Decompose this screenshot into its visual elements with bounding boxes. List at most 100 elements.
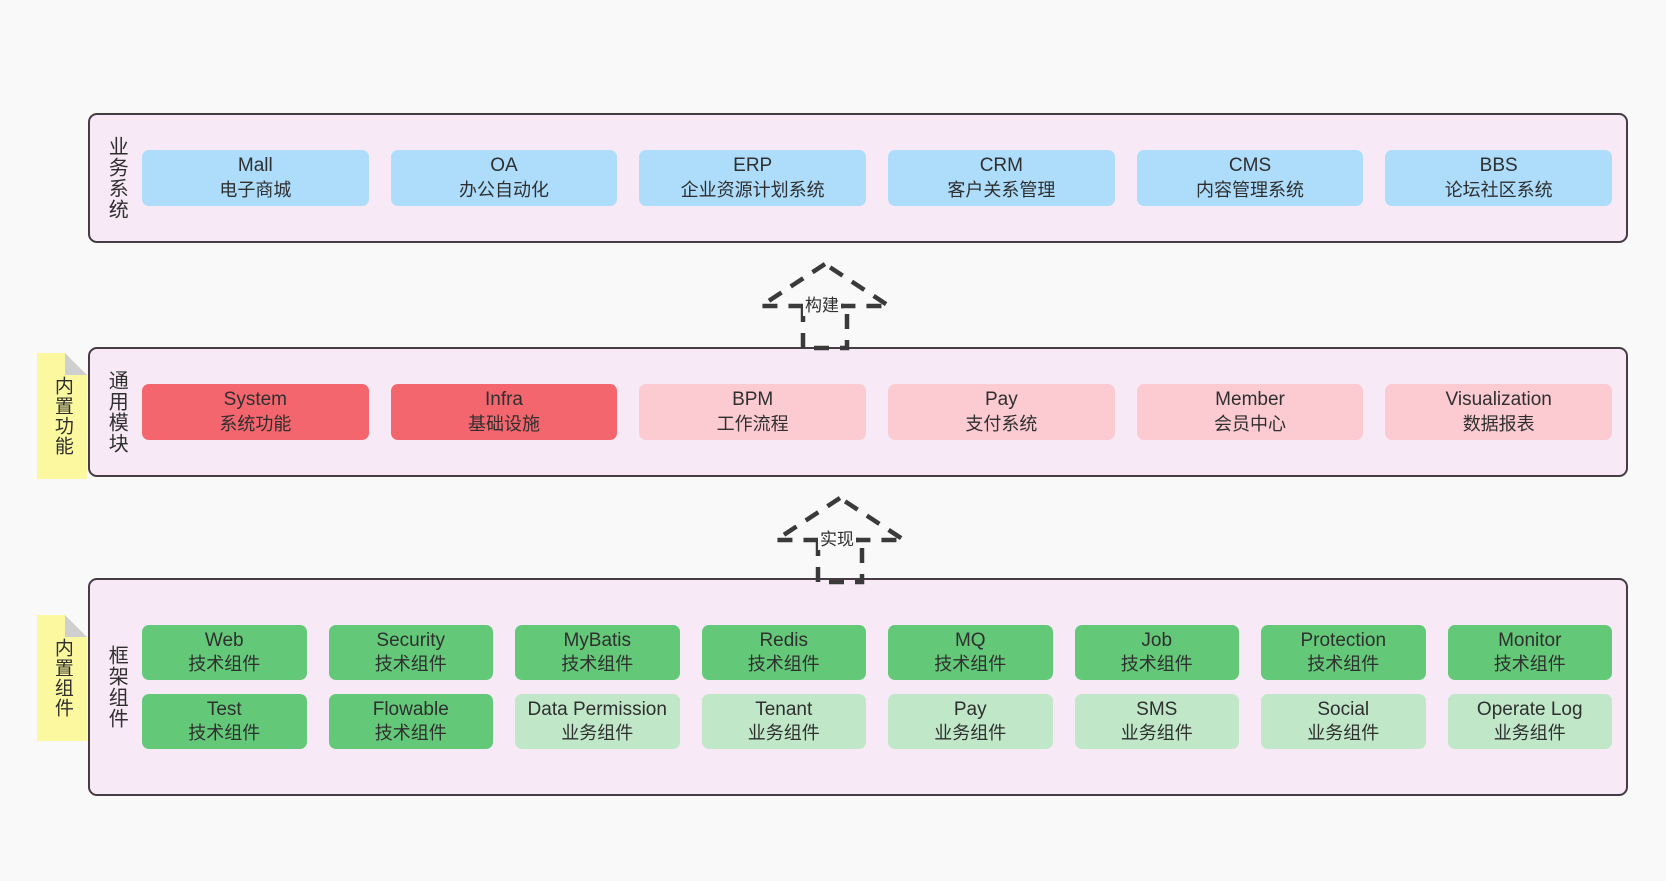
card-title: Security [376, 629, 446, 651]
card-title: Flowable [372, 699, 449, 720]
card-mybatis[interactable]: MyBatis 技术组件 [515, 624, 680, 680]
layer-title-common-modules: 通用模块 [105, 370, 128, 454]
card-protection[interactable]: Protection 技术组件 [1261, 624, 1426, 680]
card-social[interactable]: Social 业务组件 [1261, 694, 1426, 750]
note-builtin-functions: 内置功能 [37, 353, 87, 479]
card-title: Redis [759, 629, 809, 651]
card-subtitle: 技术组件 [188, 653, 261, 674]
card-subtitle: 电子商城 [219, 179, 292, 200]
connector-implement-label: 实现 [818, 525, 856, 550]
card-infra[interactable]: Infra 基础设施 [390, 384, 618, 440]
card-subtitle: 业务组件 [1120, 723, 1193, 744]
card-data-permission[interactable]: Data Permission 业务组件 [515, 694, 680, 750]
layer-title-business-systems: 业务系统 [105, 136, 128, 220]
card-subtitle: 业务组件 [1493, 723, 1566, 744]
card-title: CMS [1228, 155, 1272, 177]
card-subtitle: 客户关系管理 [947, 179, 1056, 200]
card-monitor[interactable]: Monitor 技术组件 [1447, 624, 1612, 680]
note-builtin-components: 内置组件 [37, 615, 87, 741]
layer-body-business-systems: Mall 电子商城 OA 办公自动化 ERP 企业资源计划系统 CRM 客户关系… [142, 115, 1626, 241]
note-fold-icon [65, 615, 87, 637]
card-system[interactable]: System 系统功能 [142, 384, 369, 440]
layer-framework-components: 框架组件 Web 技术组件 Security 技术组件 MyBatis 技术组件… [88, 578, 1628, 796]
card-subtitle: 数据报表 [1462, 413, 1535, 434]
card-subtitle: 会员中心 [1214, 413, 1287, 434]
card-subtitle: 技术组件 [934, 653, 1007, 674]
card-title: SMS [1136, 699, 1178, 720]
card-subtitle: 技术组件 [1493, 653, 1566, 674]
card-bpm[interactable]: BPM 工作流程 [639, 384, 867, 440]
card-security[interactable]: Security 技术组件 [328, 624, 493, 680]
card-crm[interactable]: CRM 客户关系管理 [888, 150, 1115, 206]
card-subtitle: 业务组件 [1307, 723, 1380, 744]
card-tenant[interactable]: Tenant 业务组件 [701, 694, 866, 750]
card-subtitle: 工作流程 [716, 413, 789, 434]
card-title: Infra [484, 389, 524, 411]
card-title: CRM [979, 155, 1023, 177]
card-operate-log[interactable]: Operate Log 业务组件 [1447, 694, 1612, 750]
card-title: System [223, 389, 288, 411]
card-subtitle: 技术组件 [374, 653, 447, 674]
card-subtitle: 技术组件 [561, 653, 634, 674]
card-mq[interactable]: MQ 技术组件 [888, 624, 1053, 680]
card-title: Member [1215, 389, 1285, 411]
note-label: 内置组件 [51, 638, 73, 718]
card-oa[interactable]: OA 办公自动化 [390, 150, 618, 206]
card-row: Web 技术组件 Security 技术组件 MyBatis 技术组件 Redi… [142, 624, 1612, 680]
note-fold-icon [65, 353, 87, 375]
card-cms[interactable]: CMS 内容管理系统 [1136, 150, 1364, 206]
card-bbs[interactable]: BBS 论坛社区系统 [1385, 150, 1613, 206]
card-title: OA [490, 155, 518, 177]
card-subtitle: 技术组件 [747, 653, 820, 674]
card-subtitle: 支付系统 [965, 413, 1038, 434]
layer-title-framework-components: 框架组件 [105, 645, 128, 729]
card-subtitle: 技术组件 [374, 723, 447, 744]
card-subtitle: 办公自动化 [459, 179, 549, 200]
card-title: Job [1141, 629, 1173, 651]
card-title: Test [206, 699, 242, 720]
card-redis[interactable]: Redis 技术组件 [701, 624, 866, 680]
layer-common-modules: 通用模块 System 系统功能 Infra 基础设施 BPM 工作流程 Pay… [88, 347, 1628, 477]
layer-business-systems: 业务系统 Mall 电子商城 OA 办公自动化 ERP 企业资源计划系统 CRM… [88, 113, 1628, 243]
card-pay[interactable]: Pay 支付系统 [888, 384, 1115, 440]
layer-body-framework-components: Web 技术组件 Security 技术组件 MyBatis 技术组件 Redi… [142, 580, 1626, 794]
card-title: Protection [1300, 629, 1387, 651]
card-title: Mall [237, 155, 273, 177]
card-row: Test 技术组件 Flowable 技术组件 Data Permission … [142, 694, 1612, 750]
card-flowable[interactable]: Flowable 技术组件 [328, 694, 493, 750]
card-title: ERP [733, 155, 773, 177]
card-title: Web [204, 629, 244, 651]
layer-body-common-modules: System 系统功能 Infra 基础设施 BPM 工作流程 Pay 支付系统… [142, 349, 1626, 475]
connector-build: 构建 [753, 258, 905, 351]
card-subtitle: 论坛社区系统 [1444, 179, 1553, 200]
card-title: BBS [1479, 155, 1518, 177]
card-subtitle: 系统功能 [219, 413, 292, 434]
card-subtitle: 技术组件 [1307, 653, 1380, 674]
card-job[interactable]: Job 技术组件 [1074, 624, 1239, 680]
card-pay-business[interactable]: Pay 业务组件 [888, 694, 1053, 750]
card-title: Visualization [1445, 389, 1552, 411]
card-subtitle: 业务组件 [934, 723, 1007, 744]
card-title: Operate Log [1476, 699, 1583, 720]
card-title: MQ [954, 629, 986, 651]
card-sms[interactable]: SMS 业务组件 [1074, 694, 1239, 750]
note-label: 内置功能 [51, 376, 73, 456]
card-title: Pay [953, 699, 987, 720]
card-subtitle: 业务组件 [747, 723, 820, 744]
card-erp[interactable]: ERP 企业资源计划系统 [639, 150, 867, 206]
card-mall[interactable]: Mall 电子商城 [142, 150, 369, 206]
card-title: Pay [984, 389, 1018, 411]
card-row: Mall 电子商城 OA 办公自动化 ERP 企业资源计划系统 CRM 客户关系… [142, 150, 1613, 206]
card-web[interactable]: Web 技术组件 [142, 624, 307, 680]
card-subtitle: 基础设施 [468, 413, 540, 434]
card-title: Monitor [1498, 629, 1562, 651]
card-visualization[interactable]: Visualization 数据报表 [1385, 384, 1613, 440]
card-title: MyBatis [563, 629, 632, 651]
card-title: BPM [732, 389, 774, 411]
card-test[interactable]: Test 技术组件 [142, 694, 307, 750]
card-title: Social [1317, 699, 1370, 720]
card-member[interactable]: Member 会员中心 [1136, 384, 1364, 440]
card-subtitle: 业务组件 [561, 723, 634, 744]
connector-build-label: 构建 [803, 291, 841, 316]
